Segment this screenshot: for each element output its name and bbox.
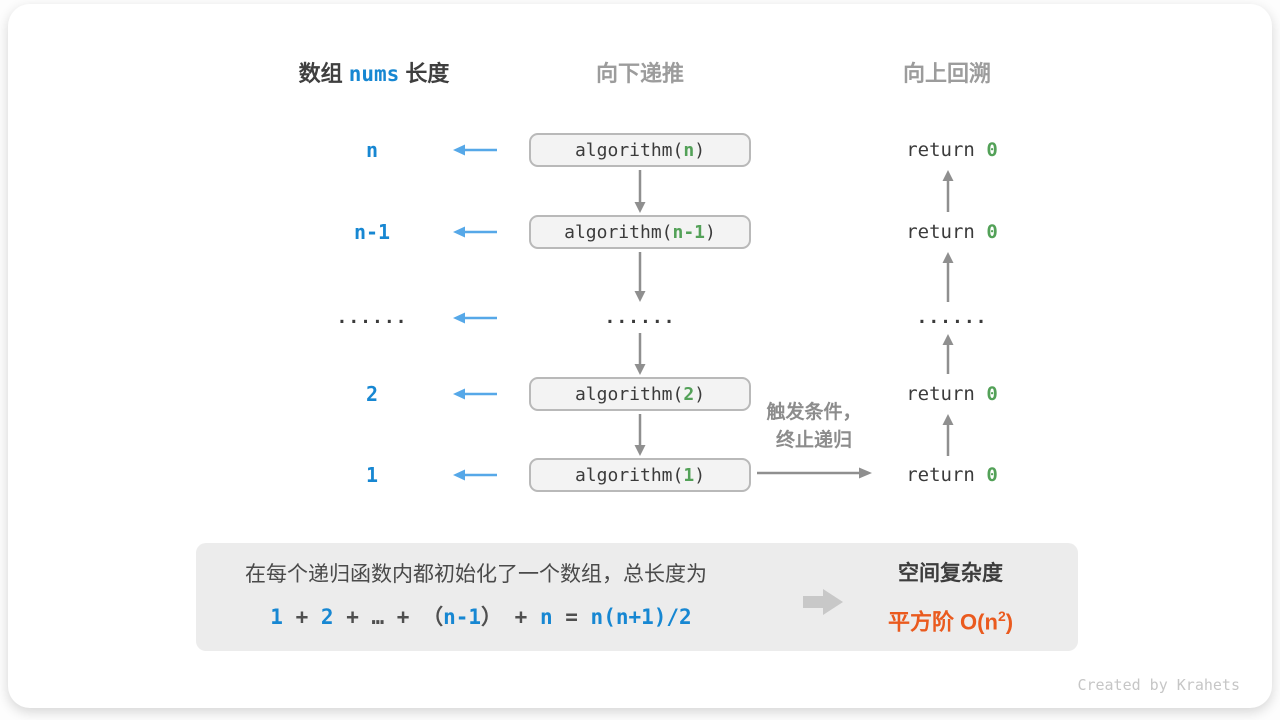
- return-value: 0: [986, 139, 998, 161]
- call-box-algorithm-n: algorithm(n): [529, 133, 751, 167]
- length-label-2: 2: [365, 382, 379, 406]
- formula-part: …: [371, 605, 385, 629]
- header-text: 长度: [399, 61, 450, 86]
- formula-part: +: [333, 605, 372, 629]
- column-header-backtrack-up: 向上回溯: [902, 61, 991, 86]
- formula-part: +: [502, 605, 540, 629]
- trigger-line-2: 终止递归: [775, 430, 852, 451]
- return-value: 0: [986, 464, 998, 486]
- return-text: return: [906, 464, 987, 486]
- summary-panel: [196, 543, 1078, 651]
- call-arg: n: [683, 139, 695, 161]
- call-text: algorithm(: [574, 464, 684, 486]
- call-text: algorithm(: [564, 221, 673, 243]
- return-text: return: [906, 383, 987, 405]
- down-arrow-icon: [632, 170, 648, 213]
- formula-part: n: [539, 605, 553, 629]
- call-text: ): [694, 139, 706, 161]
- up-arrow-icon: [940, 334, 956, 374]
- return-value: 0: [986, 383, 998, 405]
- up-arrow-icon: [940, 414, 956, 456]
- block-arrow-icon: [803, 589, 843, 615]
- call-box-algorithm-2: algorithm(2): [529, 377, 751, 411]
- return-ellipsis: ......: [916, 307, 988, 328]
- length-label-n: n: [365, 138, 379, 162]
- length-label-n-1: n-1: [353, 220, 391, 244]
- formula-part: =: [552, 605, 591, 629]
- up-arrow-icon: [940, 252, 956, 302]
- header-code-nums: nums: [348, 62, 400, 86]
- return-text: return: [906, 221, 987, 243]
- return-text: return: [906, 139, 987, 161]
- right-arrow-icon: [757, 465, 872, 481]
- trigger-line-1: 触发条件，: [766, 402, 862, 423]
- return-statement: return 0: [867, 462, 1037, 488]
- formula-part: n(n+1)/2: [590, 605, 692, 629]
- call-ellipsis: ......: [604, 307, 676, 328]
- left-arrow-icon: [453, 312, 499, 324]
- return-statement: return 0: [867, 219, 1037, 245]
- call-text: ): [694, 464, 706, 486]
- formula-part: 2: [320, 605, 334, 629]
- length-label-1: 1: [365, 463, 379, 487]
- left-arrow-icon: [453, 469, 499, 481]
- return-value: 0: [986, 221, 998, 243]
- formula-part: ）: [481, 605, 503, 629]
- call-arg: n-1: [672, 221, 706, 243]
- formula-part: +: [384, 605, 423, 629]
- call-text: algorithm(: [574, 383, 684, 405]
- complexity-value: 平方阶 O(n2): [858, 602, 1043, 636]
- complexity-value-text: 平方阶 O(n: [887, 609, 998, 635]
- down-arrow-icon: [632, 414, 648, 456]
- summary-text: 在每个递归函数内都初始化了一个数组，总长度为: [245, 563, 707, 586]
- column-header-array-length: 数组 nums 长度: [244, 60, 504, 88]
- call-box-algorithm-1: algorithm(1): [529, 458, 751, 492]
- watermark-credit: Created by Krahets: [1077, 676, 1240, 694]
- call-text: ): [705, 221, 716, 243]
- column-header-recurse-down: 向下递推: [595, 61, 684, 86]
- down-arrow-icon: [632, 252, 648, 302]
- trigger-condition-caption: 触发条件， 终止递归: [750, 399, 878, 455]
- formula-part: 1: [270, 605, 283, 629]
- down-arrow-icon: [632, 333, 648, 375]
- call-text: algorithm(: [574, 139, 684, 161]
- formula-part: n-1: [443, 605, 482, 629]
- left-arrow-icon: [453, 226, 499, 238]
- left-arrow-icon: [453, 144, 499, 156]
- block-arrow-head: [823, 589, 843, 615]
- call-text: ): [694, 383, 706, 405]
- complexity-exponent: 2: [997, 608, 1006, 624]
- up-arrow-icon: [940, 170, 956, 212]
- complexity-title: 空间复杂度: [898, 562, 1003, 585]
- block-arrow-shaft: [803, 596, 823, 608]
- complexity-value-close: ): [1005, 609, 1014, 635]
- call-arg: 1: [683, 464, 695, 486]
- call-arg: 2: [683, 383, 695, 405]
- return-statement: return 0: [867, 137, 1037, 163]
- return-statement: return 0: [867, 381, 1037, 407]
- formula-part: +: [282, 605, 321, 629]
- summary-formula: 1 + 2 + … + （n-1） + n = n(n+1)/2: [206, 603, 756, 631]
- call-box-algorithm-n-1: algorithm(n-1): [529, 215, 751, 249]
- left-arrow-icon: [453, 388, 499, 400]
- length-label-ellipsis: ......: [336, 307, 408, 328]
- formula-part: （: [422, 605, 444, 629]
- header-text: 数组: [298, 61, 349, 86]
